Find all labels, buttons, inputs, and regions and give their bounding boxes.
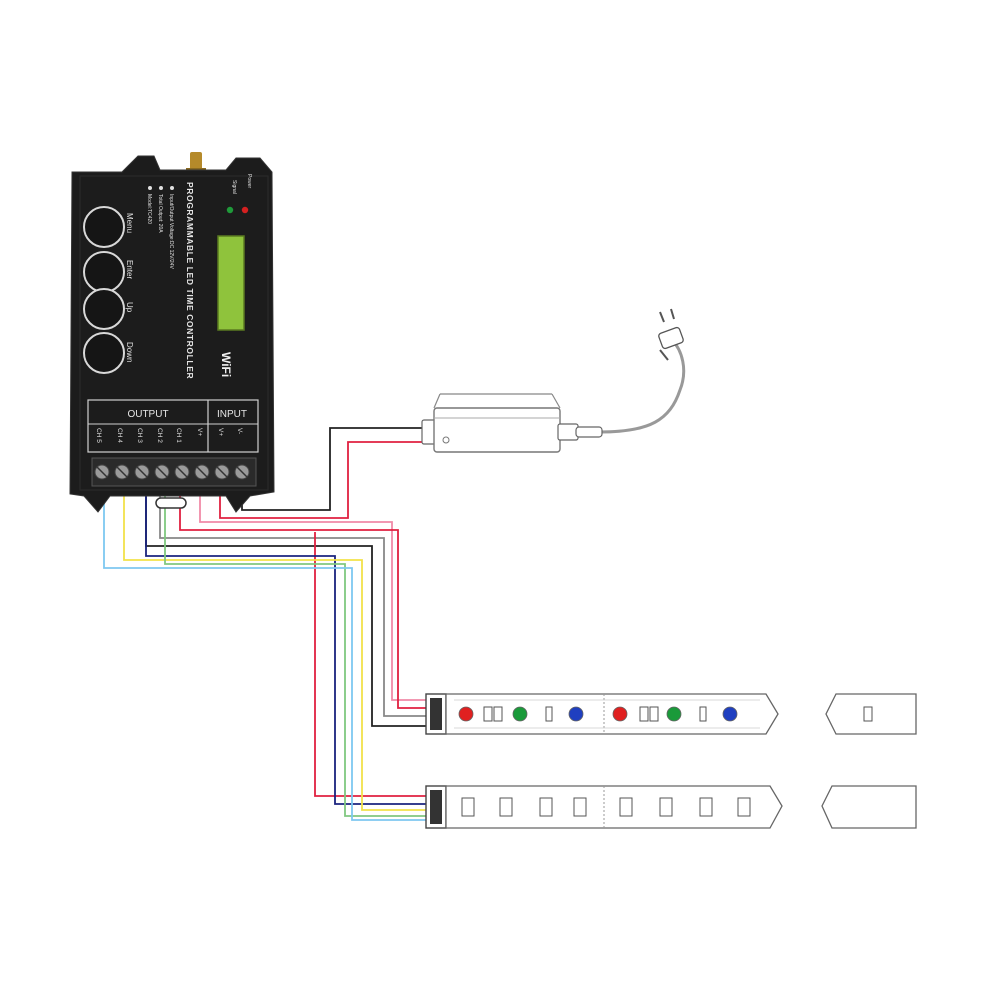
led-chip — [573, 797, 587, 817]
led-strip-white — [425, 785, 917, 829]
wifi-icon: WiFi — [219, 352, 233, 377]
led-dot — [512, 706, 528, 722]
wire-ac-cable — [599, 338, 686, 434]
signal-led-label: Signal — [231, 180, 237, 194]
wifi-badge-text: WiFi — [219, 352, 233, 377]
terminal-label-ch1: CH 1 — [175, 428, 182, 443]
terminal-label-ch4: CH 4 — [116, 428, 123, 443]
input-label: INPUT — [217, 409, 247, 420]
button-label-menu: Menu — [125, 213, 134, 233]
spec-voltage: Input/Output Voltage:DC 12V/24V — [168, 194, 174, 269]
screw-terminal — [94, 464, 110, 480]
spec-model: Model:TC420 — [146, 194, 152, 224]
led-chip — [461, 797, 475, 817]
button-label-down: Down — [125, 342, 134, 362]
led-chip — [539, 797, 553, 817]
screw-terminal — [234, 464, 250, 480]
wire-bottom-blue — [145, 478, 430, 805]
screw-terminal — [194, 464, 210, 480]
screw-terminal — [174, 464, 190, 480]
cable-slot — [155, 497, 187, 509]
terminal-label-vminus-in: V- — [236, 428, 243, 434]
resistor-blocks — [483, 706, 707, 722]
button-up[interactable] — [83, 288, 125, 330]
wires — [103, 338, 686, 821]
led-dot — [568, 706, 584, 722]
power-led-label: Power — [246, 174, 252, 189]
spec-output: Total Output: 20A — [157, 194, 163, 233]
plug-icon — [658, 308, 684, 361]
led-chip — [619, 797, 633, 817]
screw-terminals — [91, 457, 257, 487]
lcd-screen — [217, 235, 245, 331]
power-adapter-icon — [421, 393, 603, 453]
terminal-label-ch5: CH 5 — [95, 428, 102, 443]
terminal-label-vplus-out: V+ — [196, 428, 203, 436]
signal-led — [226, 206, 234, 214]
output-label: OUTPUT — [127, 409, 168, 420]
led-dot — [458, 706, 474, 722]
controller-title: PROGRAMMABLE LED TIME CONTROLLER — [185, 182, 195, 379]
led-strip-rgb — [425, 693, 917, 735]
spec-list: Model:TC420 Total Output: 20A Input/Outp… — [146, 186, 174, 269]
controller-unit: Menu Enter Up Down Model:TC420 Total Out… — [69, 152, 275, 513]
wire-bottom-yellow — [123, 478, 430, 811]
wire-bottom-green — [164, 478, 430, 817]
screw-terminal — [134, 464, 150, 480]
indicator-leds: Power Signal — [226, 174, 252, 214]
led-dot — [612, 706, 628, 722]
wire-power-positive — [219, 441, 425, 519]
wire-bottom-red — [314, 532, 430, 797]
wire-top-pink — [199, 478, 430, 701]
terminal-panel: OUTPUT INPUT CH 5 CH 4 CH 3 CH 2 CH 1 V+… — [87, 399, 259, 453]
wire-top-red — [179, 478, 430, 709]
terminal-label-vplus-in: V+ — [217, 428, 224, 436]
button-group: Menu Enter Up Down — [83, 206, 134, 374]
power-led — [241, 206, 249, 214]
terminal-label-ch3: CH 3 — [136, 428, 143, 443]
wire-bottom-cyan — [103, 478, 430, 821]
strip-body — [445, 785, 783, 829]
button-down[interactable] — [83, 332, 125, 374]
button-enter[interactable] — [83, 251, 125, 293]
screw-terminal — [114, 464, 130, 480]
led-chip — [499, 797, 513, 817]
led-chip — [699, 797, 713, 817]
button-label-enter: Enter — [125, 260, 134, 279]
screw-terminal — [154, 464, 170, 480]
terminal-label-ch2: CH 2 — [156, 428, 163, 443]
strip-body — [445, 693, 779, 735]
wire-top-grey — [159, 478, 430, 717]
strip-segment — [821, 785, 917, 829]
wire-top-black — [145, 478, 430, 727]
button-menu[interactable] — [83, 206, 125, 248]
button-label-up: Up — [125, 302, 134, 313]
screw-terminal — [214, 464, 230, 480]
led-dot — [722, 706, 738, 722]
led-chip — [737, 797, 751, 817]
led-chip — [659, 797, 673, 817]
led-dot — [666, 706, 682, 722]
